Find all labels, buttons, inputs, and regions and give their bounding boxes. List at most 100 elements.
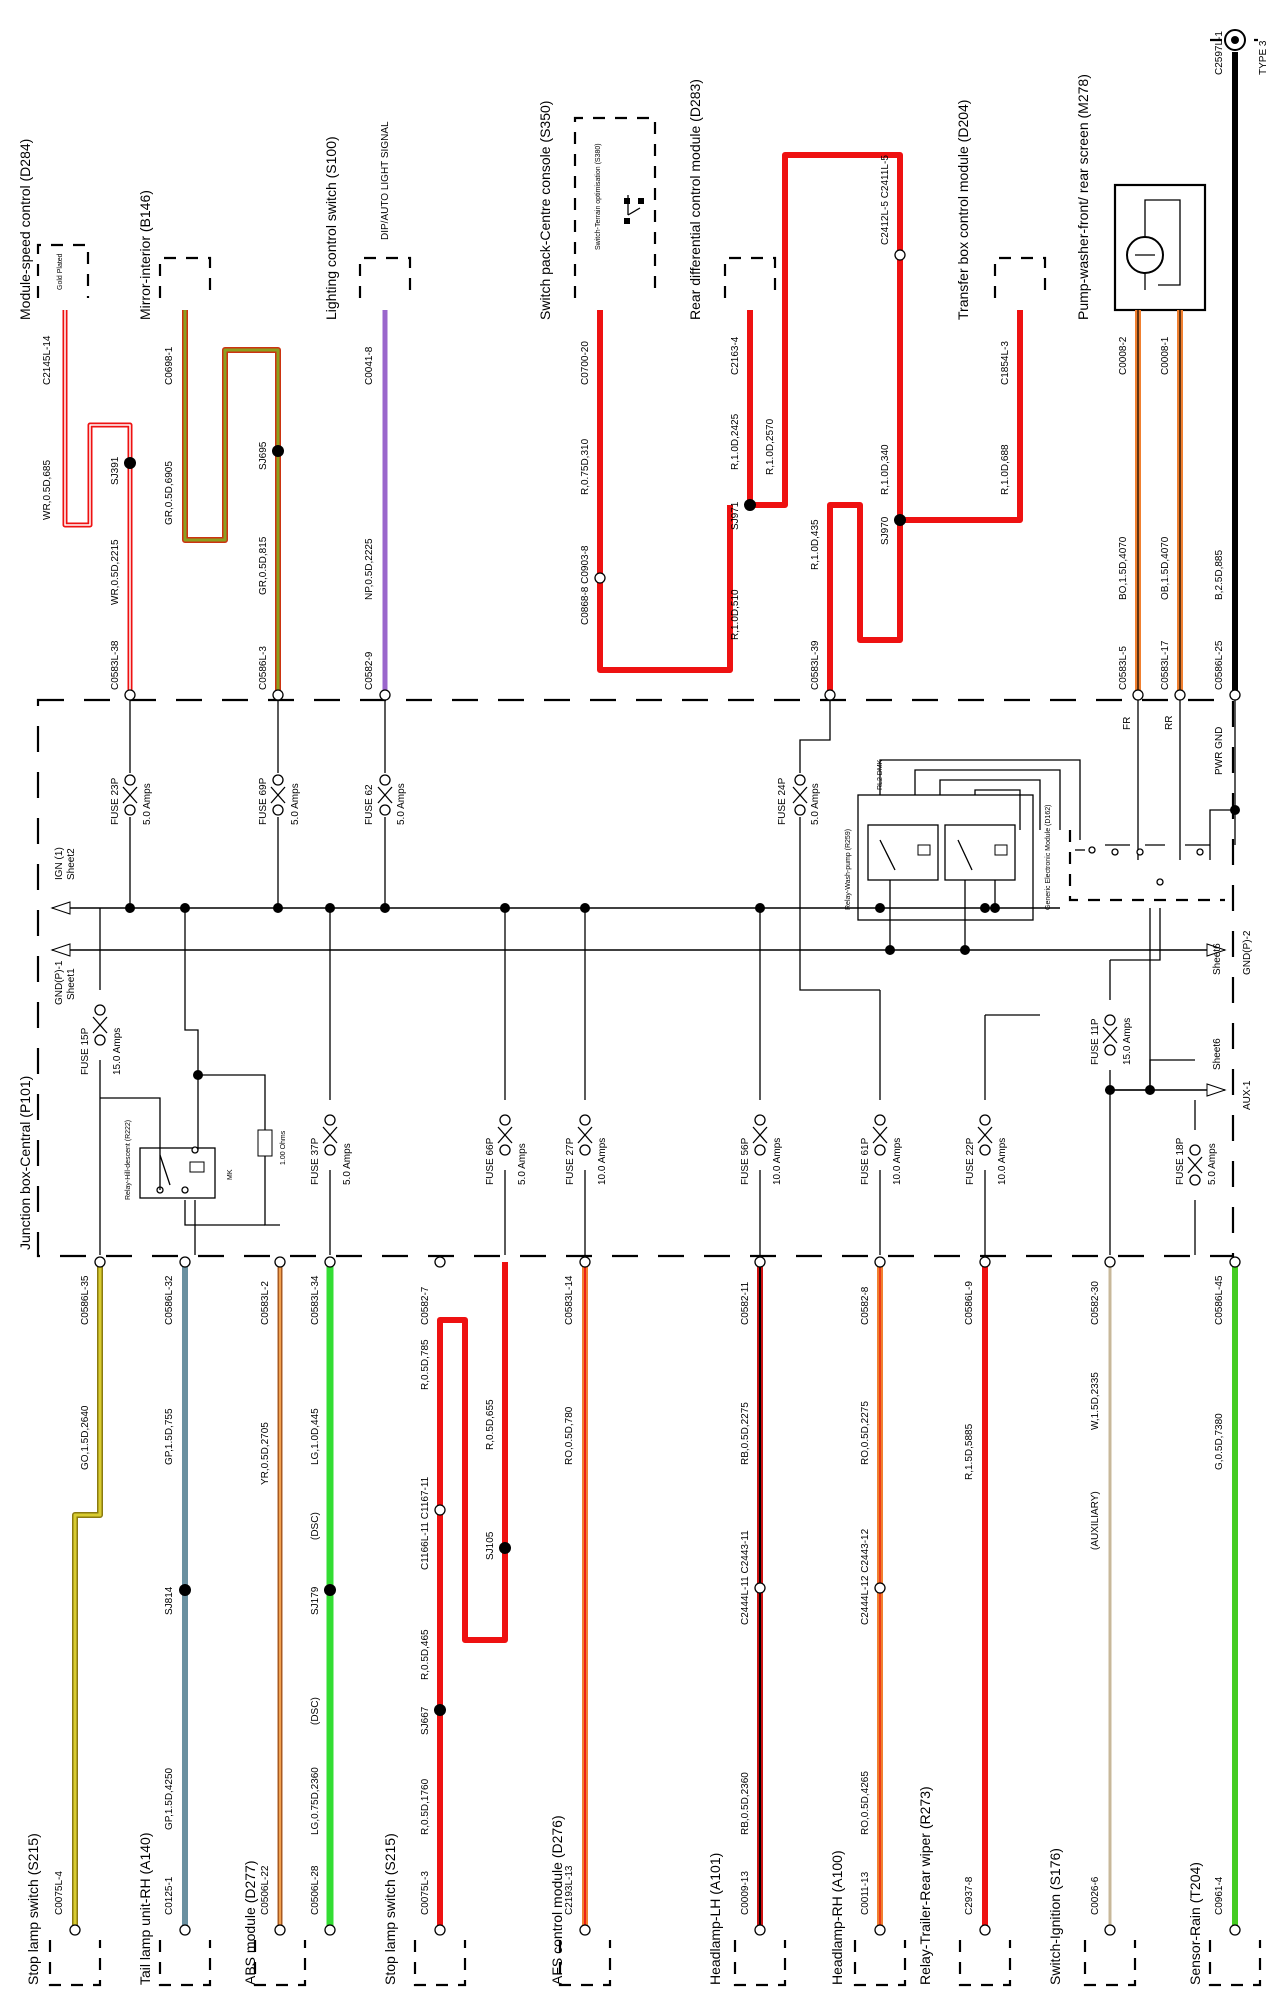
svg-text:10.0 Amps: 10.0 Amps bbox=[597, 1138, 608, 1185]
top-comp-4-extra: Switch-Terrain optimisation (S380) bbox=[595, 143, 602, 250]
connector-label: C1166L-11 C1167-11 bbox=[420, 1476, 431, 1570]
fuse-bottom-6 bbox=[977, 1113, 993, 1157]
bottom-comp-name: Tail lamp unit-RH (A140) bbox=[137, 1833, 153, 1986]
svg-text:RR: RR bbox=[1164, 716, 1175, 730]
ign-bus-label: IGN (1) bbox=[54, 847, 65, 880]
bus-dot bbox=[125, 903, 135, 913]
connector-label: C2444L-11 C2443-11 bbox=[740, 1530, 751, 1625]
svg-text:R,1.0D,510: R,1.0D,510 bbox=[730, 589, 741, 640]
svg-text:R,1.0D,2570: R,1.0D,2570 bbox=[765, 418, 776, 475]
bus-dot bbox=[980, 903, 990, 913]
svg-text:10.0 Amps: 10.0 Amps bbox=[772, 1138, 783, 1185]
top-comp-2-pin: C0698-1 bbox=[164, 346, 175, 385]
tag-label: (DSC) bbox=[310, 1697, 321, 1725]
svg-text:R,1.0D,435: R,1.0D,435 bbox=[810, 519, 821, 570]
svg-text:FR: FR bbox=[1122, 717, 1133, 730]
wire-label: GO,1.5D,2640 bbox=[80, 1405, 91, 1470]
svg-text:FUSE 56P: FUSE 56P bbox=[740, 1137, 751, 1185]
svg-text:15.0 Amps: 15.0 Amps bbox=[112, 1028, 123, 1075]
svg-text:C2412L-5 C2411L-5: C2412L-5 C2411L-5 bbox=[880, 155, 891, 245]
component-box bbox=[958, 1940, 1012, 1987]
component-pin bbox=[69, 1924, 81, 1936]
svg-text:10.0 Amps: 10.0 Amps bbox=[892, 1138, 903, 1185]
splice-label: SJ667 bbox=[420, 1706, 431, 1735]
jb-pin-label: C0586L-35 bbox=[80, 1275, 91, 1325]
jb-bottom-pins bbox=[94, 1256, 1241, 1268]
jb-bottom-pin bbox=[1104, 1256, 1116, 1268]
gnd-left-label: GND(P)-1 bbox=[54, 960, 65, 1005]
component-box bbox=[1083, 1940, 1137, 1987]
splice-label: SJ814 bbox=[164, 1586, 175, 1615]
top-comp-7-pin-a: C0008-2 bbox=[1118, 336, 1129, 375]
component-pin bbox=[1104, 1924, 1116, 1936]
svg-text:15.0 Amps: 15.0 Amps bbox=[1122, 1018, 1133, 1065]
top-comp-6-name: Transfer box control module (D204) bbox=[955, 100, 971, 320]
svg-text:10.0 Amps: 10.0 Amps bbox=[997, 1138, 1008, 1185]
bottom-comp-pin: C0075L-3 bbox=[420, 1871, 431, 1915]
generic-electronic-module bbox=[1068, 810, 1236, 902]
svg-text:SJ391: SJ391 bbox=[110, 456, 121, 485]
fuse-top-1 bbox=[270, 773, 286, 817]
bottom-comp-pin: C0009-13 bbox=[740, 1871, 751, 1915]
svg-text:Relay-Hill-descent (R222): Relay-Hill-descent (R222) bbox=[125, 1120, 132, 1200]
top-comp-2-name: Mirror-interior (B146) bbox=[137, 190, 153, 320]
pump-motor-symbol bbox=[1126, 199, 1181, 290]
ign-bus-sheet: Sheet2 bbox=[66, 848, 77, 880]
top-comp-7-name: Pump-washer-front/ rear screen (M278) bbox=[1075, 74, 1091, 320]
svg-text:1.00 Ohms: 1.00 Ohms bbox=[280, 1130, 287, 1165]
jb-pin-label: C0582-7 bbox=[420, 1286, 431, 1325]
jb-bottom-pin bbox=[979, 1256, 991, 1268]
fuse-bottom-4 bbox=[752, 1113, 768, 1157]
svg-text:WR,0.5D,2215: WR,0.5D,2215 bbox=[110, 539, 121, 605]
svg-text:FUSE 24P: FUSE 24P bbox=[777, 777, 788, 825]
component-box bbox=[253, 1940, 307, 1987]
bus-junction-dots bbox=[125, 903, 990, 913]
gnd-right-label: GND(P)-2 bbox=[1242, 930, 1253, 975]
jb-bottom-pin bbox=[94, 1256, 106, 1268]
component-box bbox=[558, 1940, 612, 1987]
jb-bottom-pin bbox=[579, 1256, 591, 1268]
svg-text:RL2 DMK: RL2 DMK bbox=[877, 759, 884, 790]
fuse-top-2 bbox=[377, 773, 393, 817]
bus-dot bbox=[380, 903, 390, 913]
svg-text:BO,1.5D,4070: BO,1.5D,4070 bbox=[1118, 536, 1129, 600]
component-pin bbox=[979, 1924, 991, 1936]
bottom-comp-name: Sensor-Rain (T204) bbox=[1187, 1862, 1203, 1985]
top-wires bbox=[62, 52, 1238, 695]
top-comp-1-pin: C2145L-14 bbox=[42, 335, 53, 385]
wire-label: W,1.5D,2335 bbox=[1090, 1372, 1101, 1430]
bottom-comp-name: AFS control module (D276) bbox=[549, 1815, 565, 1985]
labels: Junction box-Central (P101) IGN (1) Shee… bbox=[17, 31, 1269, 1250]
wire-label: R,1.5D,5885 bbox=[964, 1423, 975, 1480]
svg-text:5.0 Amps: 5.0 Amps bbox=[142, 783, 153, 825]
component-pin bbox=[324, 1924, 336, 1936]
fuse-symbols-top bbox=[122, 773, 808, 817]
bottom-component-boxes bbox=[48, 1924, 1262, 1987]
fuse-top-0 bbox=[122, 773, 138, 817]
wire-label: R,0.5D,655 bbox=[485, 1399, 496, 1450]
bottom-comp-name: Headlamp-RH (A100) bbox=[829, 1850, 845, 1985]
svg-text:R,1.0D,340: R,1.0D,340 bbox=[880, 444, 891, 495]
svg-text:Relay-Wash-pump (R259): Relay-Wash-pump (R259) bbox=[845, 829, 852, 910]
wire-label: GP,1.5D,4250 bbox=[164, 1767, 175, 1830]
svg-text:C0868-8 C0903-8: C0868-8 C0903-8 bbox=[580, 545, 591, 625]
wire-label: YR,0.5D,2705 bbox=[260, 1422, 271, 1485]
svg-text:MK: MK bbox=[227, 1169, 234, 1180]
bottom-comp-pin: C0011-13 bbox=[860, 1871, 871, 1915]
bottom-comp-pin: C0506L-28 bbox=[310, 1865, 321, 1915]
svg-text:SJ695: SJ695 bbox=[258, 441, 269, 470]
bottom-inline-connectors bbox=[434, 1504, 886, 1594]
bottom-comp-name: Headlamp-LH (A101) bbox=[707, 1853, 723, 1985]
top-comp-5-name: Rear differential control module (D283) bbox=[687, 79, 703, 320]
svg-text:GR,0.5D,815: GR,0.5D,815 bbox=[258, 536, 269, 595]
top-comp-8-extra: TYPE 3 bbox=[1258, 40, 1269, 75]
fuse-bottom-0 bbox=[92, 1003, 108, 1047]
bottom-wires bbox=[72, 1262, 1238, 1930]
svg-text:FUSE 11P: FUSE 11P bbox=[1090, 1018, 1101, 1065]
svg-text:R,1.0D,688: R,1.0D,688 bbox=[1000, 444, 1011, 495]
svg-text:PWR GND: PWR GND bbox=[1214, 727, 1225, 775]
svg-text:5.0 Amps: 5.0 Amps bbox=[396, 783, 407, 825]
bottom-comp-pin: C0961-4 bbox=[1214, 1876, 1225, 1915]
fuse-bottom-2 bbox=[497, 1113, 513, 1157]
